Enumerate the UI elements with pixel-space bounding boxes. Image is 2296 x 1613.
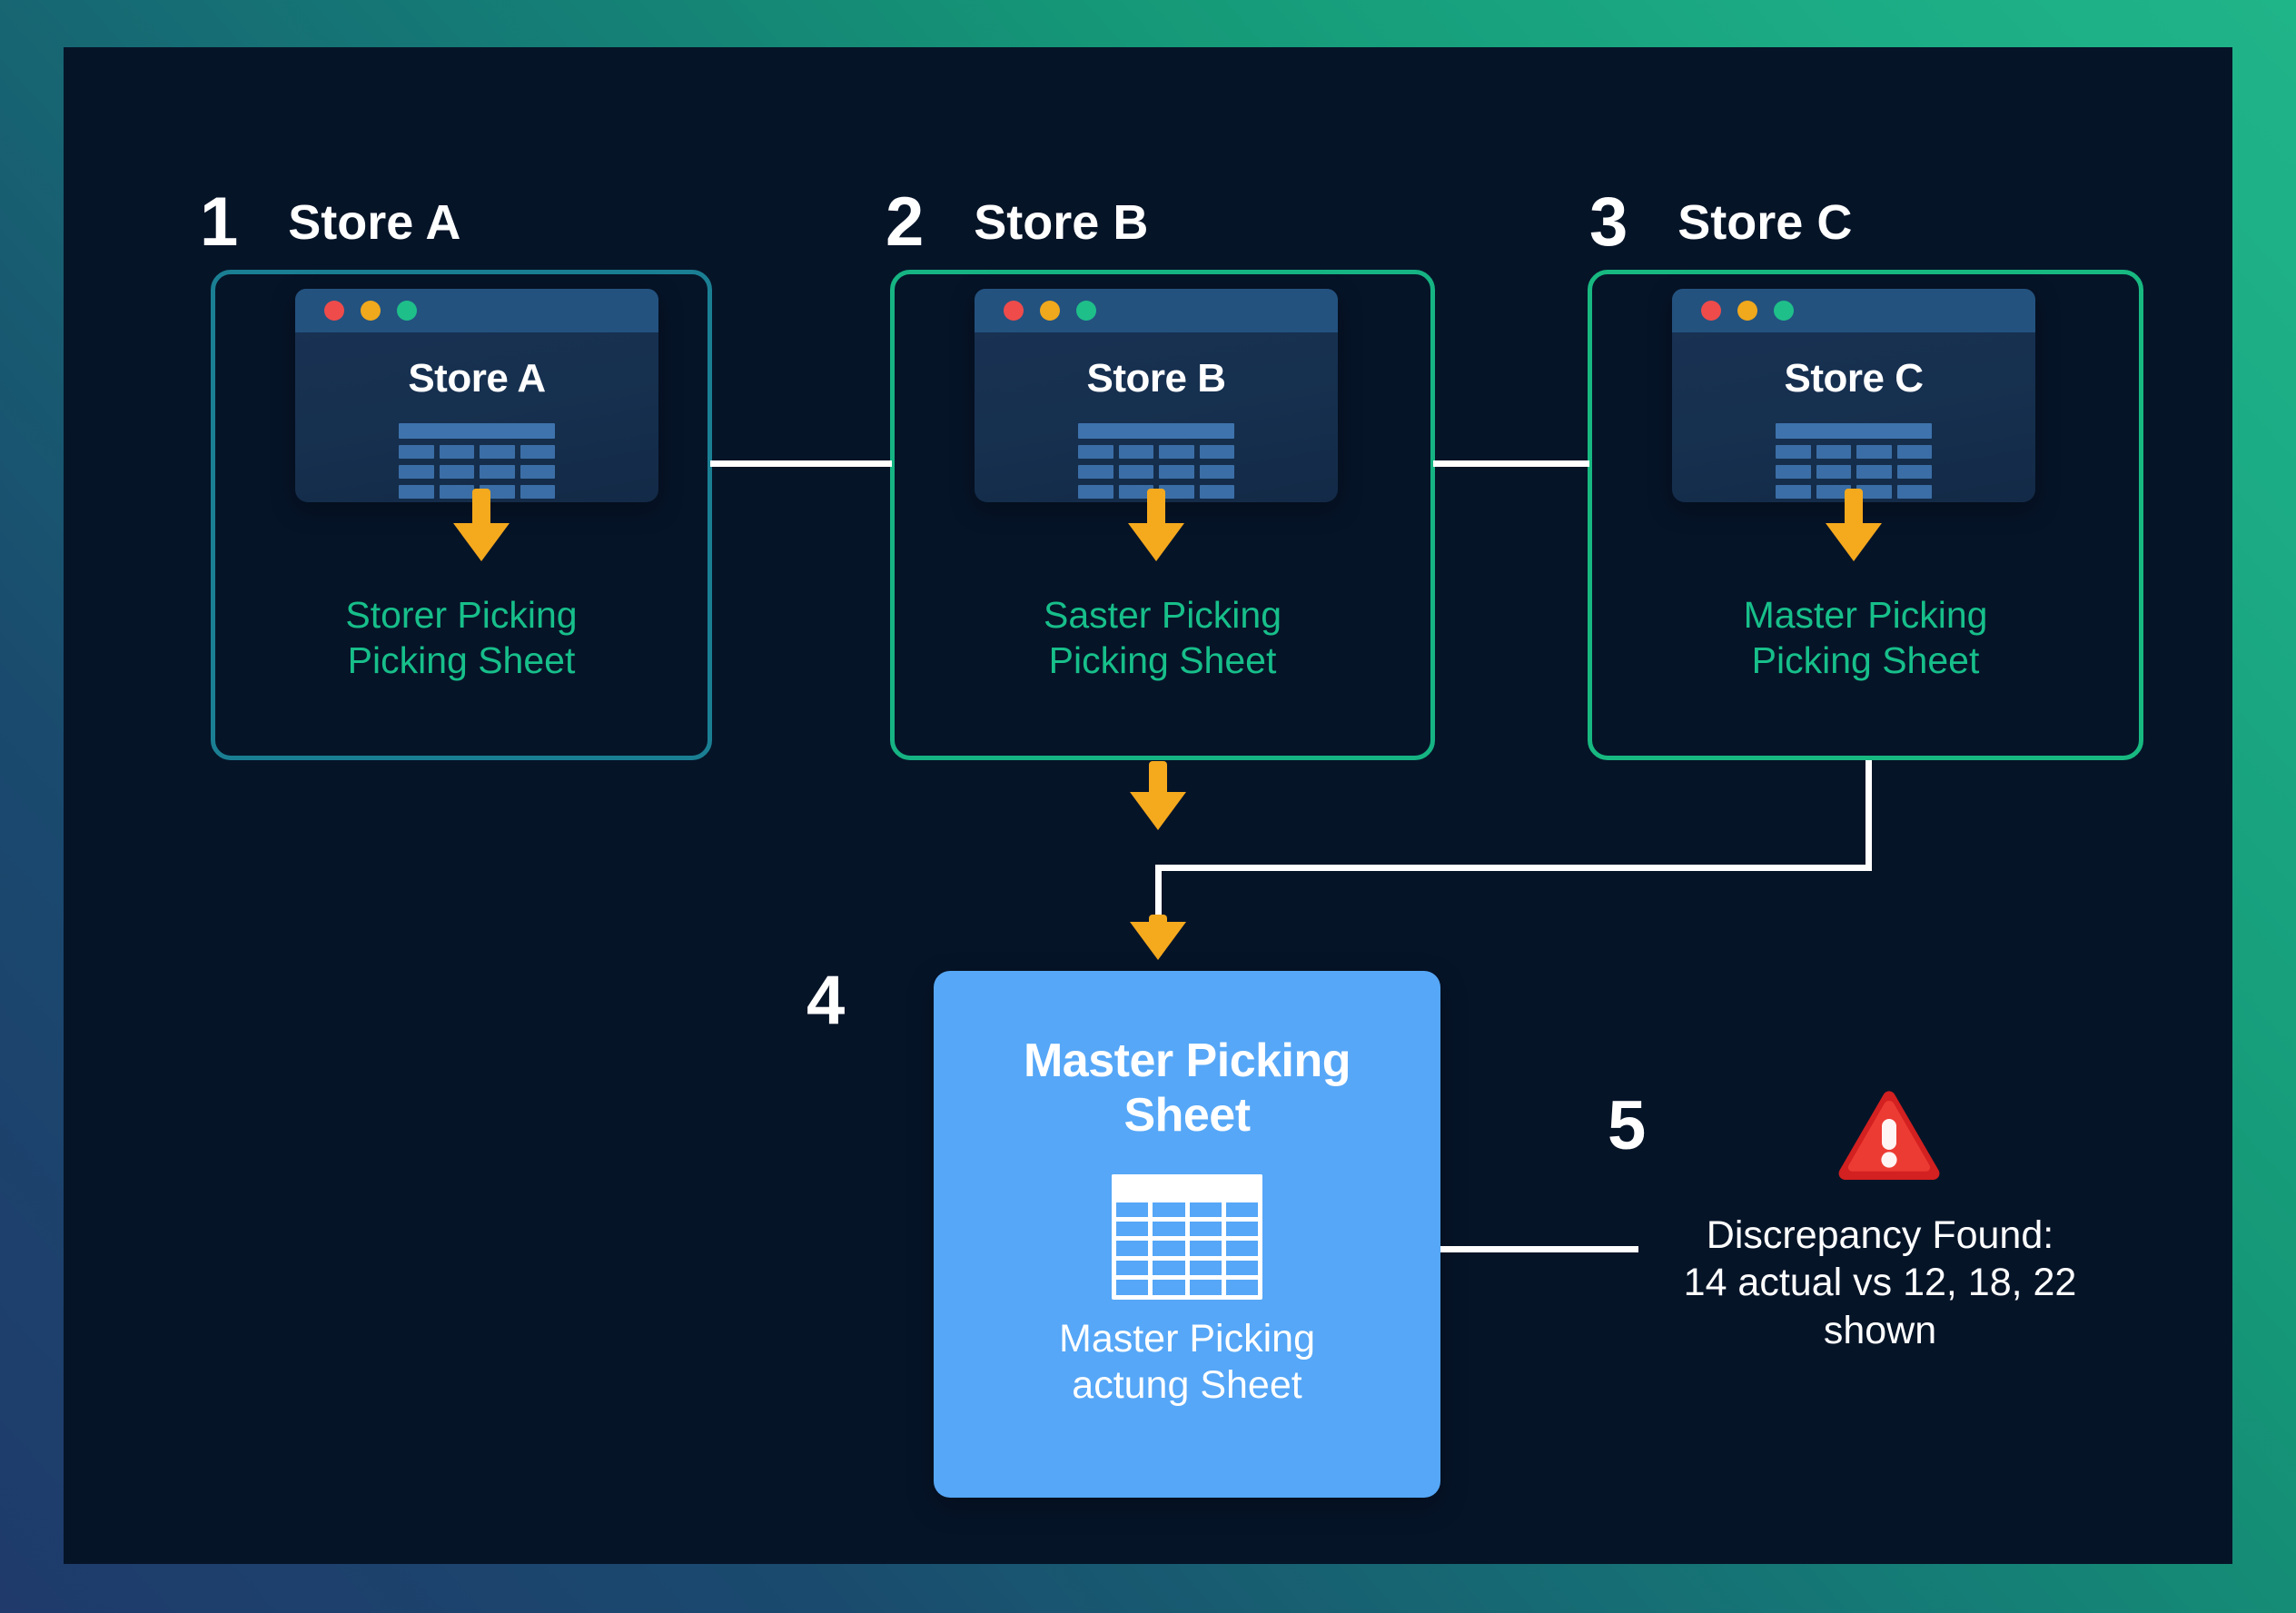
store-card-3[interactable]: Store C Master Picking Picking Sheet <box>1588 270 2143 760</box>
green-traffic-light-dot[interactable] <box>1774 301 1794 321</box>
browser-window-title-1: Store A <box>408 356 546 401</box>
card-caption-line1-3: Master Picking <box>1743 594 1988 636</box>
master-card-title: Master Picking Sheet <box>934 971 1440 1143</box>
card-caption-1: Storer Picking Picking Sheet <box>215 592 708 683</box>
yellow-traffic-light-dot[interactable] <box>1737 301 1757 321</box>
master-title-line1: Master Picking <box>1023 1034 1351 1087</box>
master-title-line2: Sheet <box>1123 1088 1251 1142</box>
step-number-5: 5 <box>1608 1087 1646 1164</box>
discrepancy-line1: Discrepancy Found: <box>1706 1213 2054 1257</box>
step-number-4: 4 <box>807 962 845 1039</box>
card-caption-line2-2: Picking Sheet <box>1048 639 1277 682</box>
browser-title-bar-3 <box>1672 289 2035 332</box>
connector-card3-down <box>1866 760 1872 871</box>
diagram-canvas: 1 Store A Store A <box>64 47 2232 1564</box>
card-caption-line1-1: Storer Picking <box>345 594 578 636</box>
connector-merge-horizontal <box>1155 865 1872 871</box>
store-card-1[interactable]: Store A Storer Picking Picking Sheet <box>211 270 712 760</box>
browser-title-bar-1 <box>295 289 658 332</box>
warning-triangle-icon <box>1838 1091 1940 1180</box>
browser-mock-1: Store A <box>295 289 658 502</box>
connector-card2-card3 <box>1433 460 1589 467</box>
card-caption-3: Master Picking Picking Sheet <box>1592 592 2139 683</box>
discrepancy-message: Discrepancy Found: 14 actual vs 12, 18, … <box>1626 1212 2134 1354</box>
master-caption-line1: Master Picking <box>1059 1316 1315 1361</box>
card-caption-line1-2: Saster Picking <box>1043 594 1282 636</box>
card-caption-line2-1: Picking Sheet <box>347 639 576 682</box>
step-number-3: 3 <box>1589 183 1628 261</box>
browser-title-bar-2 <box>975 289 1338 332</box>
yellow-traffic-light-dot[interactable] <box>1040 301 1060 321</box>
step-header-3: 3 Store C <box>1589 188 1852 257</box>
spreadsheet-icon <box>1112 1173 1262 1300</box>
browser-mock-2: Store B <box>975 289 1338 502</box>
yellow-traffic-light-dot[interactable] <box>361 301 381 321</box>
store-title-3: Store C <box>1677 195 1853 250</box>
master-card-caption: Master Picking actung Sheet <box>934 1316 1440 1410</box>
red-traffic-light-dot[interactable] <box>1004 301 1024 321</box>
store-title-1: Store A <box>288 195 461 250</box>
master-picking-sheet-card[interactable]: Master Picking Sheet Master Picking actu… <box>934 971 1440 1498</box>
mini-spreadsheet-icon-2 <box>1078 423 1234 499</box>
master-caption-line2: actung Sheet <box>1072 1363 1302 1408</box>
red-traffic-light-dot[interactable] <box>324 301 344 321</box>
connector-merge-down <box>1155 865 1162 955</box>
mini-spreadsheet-icon-3 <box>1776 423 1932 499</box>
green-traffic-light-dot[interactable] <box>1076 301 1096 321</box>
step-header-2: 2 Store B <box>886 188 1148 257</box>
green-traffic-light-dot[interactable] <box>397 301 417 321</box>
connector-card1-card2 <box>710 460 892 467</box>
card-caption-2: Saster Picking Picking Sheet <box>895 592 1430 683</box>
browser-window-title-2: Store B <box>1086 356 1226 401</box>
card-caption-line2-3: Picking Sheet <box>1751 639 1980 682</box>
store-title-2: Store B <box>974 195 1149 250</box>
browser-window-title-3: Store C <box>1784 356 1924 401</box>
store-card-2[interactable]: Store B Saster Picking Picking Sheet <box>890 270 1435 760</box>
browser-mock-3: Store C <box>1672 289 2035 502</box>
step-number-2: 2 <box>886 183 924 261</box>
mini-spreadsheet-icon-1 <box>399 423 555 499</box>
step-number-1: 1 <box>200 183 238 261</box>
step-header-1: 1 Store A <box>200 188 460 257</box>
connector-master-alert <box>1440 1246 1638 1252</box>
discrepancy-line3: shown <box>1823 1308 1937 1352</box>
red-traffic-light-dot[interactable] <box>1701 301 1721 321</box>
discrepancy-line2: 14 actual vs 12, 18, 22 <box>1683 1261 2077 1305</box>
